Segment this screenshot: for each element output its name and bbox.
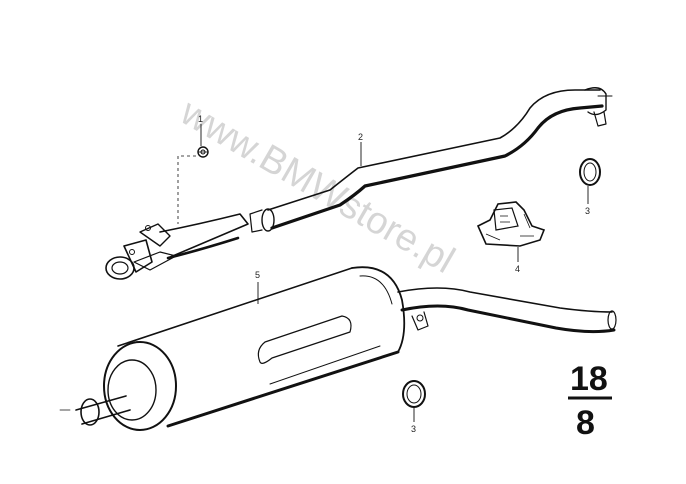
sealing-ring-icon — [579, 158, 601, 186]
assembly-guide-line — [177, 155, 196, 224]
sealing-ring-icon — [402, 380, 426, 408]
front-exhaust-pipe-icon — [105, 87, 613, 280]
group-number-top: 18 — [570, 360, 608, 398]
callout-1: 1 — [198, 114, 203, 124]
nut-icon — [197, 146, 209, 158]
muffler-icon — [59, 266, 617, 431]
group-number: 18 8 — [568, 360, 612, 442]
rubber-mount-icon — [476, 201, 546, 247]
group-number-bottom: 8 — [576, 404, 595, 442]
watermark-text: www.BMWstore.pl — [173, 91, 462, 282]
callout-5: 5 — [255, 270, 260, 280]
callout-2: 2 — [358, 132, 363, 142]
callout-4: 4 — [515, 264, 520, 274]
callout-3-lower: 3 — [411, 424, 416, 434]
callout-3-upper: 3 — [585, 206, 590, 216]
